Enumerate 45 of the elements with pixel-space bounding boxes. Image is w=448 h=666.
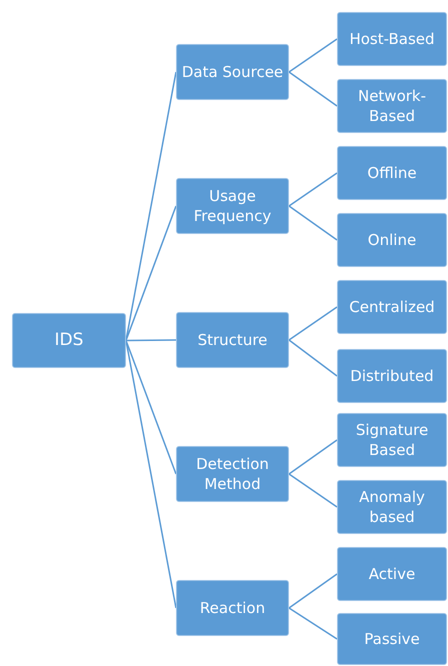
connector-line — [125, 340, 177, 474]
category-box — [337, 413, 447, 467]
category-box — [176, 580, 289, 636]
category-box — [337, 79, 447, 133]
box-label: Structure — [198, 330, 268, 350]
box-label: Offline — [367, 162, 417, 184]
connector-line — [288, 607, 338, 640]
box-label: Detection Method — [195, 454, 270, 494]
box-label: Usage Frequency — [192, 186, 272, 226]
box-label: Signature Based — [354, 420, 430, 460]
box-label: Centralized — [349, 296, 435, 318]
box-label: Distributed — [350, 366, 434, 386]
box-label: IDS — [54, 329, 84, 352]
connector-line — [288, 439, 338, 475]
box-label: Host-Based — [349, 28, 435, 50]
category-box — [12, 313, 126, 368]
connector-line — [288, 573, 338, 609]
box-label: Passive — [364, 628, 420, 650]
category-box — [337, 613, 447, 665]
category-box — [337, 480, 447, 534]
box-label: Active — [368, 564, 416, 584]
category-box — [176, 178, 289, 234]
box-label: Network-Based — [356, 86, 428, 126]
category-box — [176, 44, 289, 100]
connector-line — [288, 71, 338, 107]
box-label: Data Sourcee — [182, 62, 284, 82]
category-box — [176, 312, 289, 368]
box-label: Online — [368, 230, 416, 250]
box-label: Anomaly based — [358, 486, 426, 528]
category-box — [337, 547, 447, 601]
category-box — [337, 213, 447, 267]
category-box — [337, 280, 447, 334]
box-label: Reaction — [200, 598, 266, 618]
category-box — [176, 446, 289, 502]
connector-line — [126, 339, 176, 342]
connector-line — [288, 339, 338, 377]
category-box — [337, 12, 447, 66]
connector-line — [288, 473, 338, 508]
connector-line — [288, 172, 338, 207]
category-box — [337, 349, 447, 403]
connector-line — [288, 38, 338, 73]
connector-line — [125, 206, 177, 341]
connector-line — [288, 205, 338, 241]
connector-line — [288, 306, 338, 341]
category-box — [337, 146, 447, 200]
